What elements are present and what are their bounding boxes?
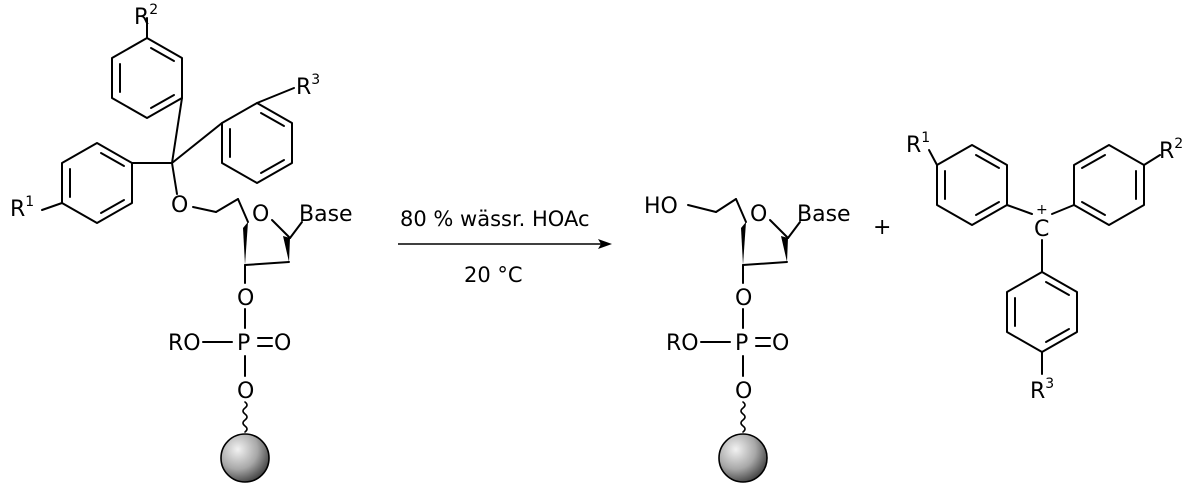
r2-label: R2 xyxy=(134,2,158,30)
product-nucleoside xyxy=(687,198,801,433)
reagent-label: 80 % wässr. HOAc xyxy=(400,207,590,231)
phosphate-o-bottom-label: O xyxy=(735,379,752,404)
phosphate-p-label: P xyxy=(237,331,250,356)
hydroxyl-label: HO xyxy=(644,194,678,219)
reactant-molecule xyxy=(41,17,303,433)
cation-carbon-label: C xyxy=(1034,217,1049,242)
benzene-ring-r3 xyxy=(221,102,293,184)
benzene-ring-r2 xyxy=(1073,144,1145,226)
benzene-ring-r3 xyxy=(1006,271,1078,353)
solid-support-bead-icon xyxy=(220,433,270,483)
wavy-bond xyxy=(242,401,248,433)
ether-oxygen-label: O xyxy=(171,193,188,218)
temperature-label: 20 °C xyxy=(464,263,523,287)
base-label: Base xyxy=(299,202,353,227)
r1-label: R1 xyxy=(10,194,34,222)
cation-r1-label: R1 xyxy=(906,130,930,158)
ring-oxygen-label: O xyxy=(750,202,767,227)
solid-support-bead-icon xyxy=(718,433,768,483)
phosphate-o-top-label: O xyxy=(735,286,752,311)
phosphate-ro-label: RO xyxy=(168,331,201,356)
reaction-arrow xyxy=(398,239,612,249)
r3-label: R3 xyxy=(296,72,320,100)
phosphate-o-double-label: O xyxy=(772,331,789,356)
phosphate-o-double-label: O xyxy=(274,331,291,356)
benzene-ring-r1 xyxy=(61,142,133,224)
plus-sign: + xyxy=(873,215,891,240)
ring-oxygen-label: O xyxy=(252,202,269,227)
cation-r3-label: R3 xyxy=(1030,376,1054,404)
phosphate-p-label: P xyxy=(735,331,748,356)
trityl-cation xyxy=(928,144,1161,375)
phosphate-o-bottom-label: O xyxy=(237,379,254,404)
base-label: Base xyxy=(797,202,851,227)
bond-r1 xyxy=(41,202,63,211)
wavy-bond xyxy=(740,401,746,433)
benzene-ring-r1 xyxy=(936,144,1008,226)
benzene-ring-r2 xyxy=(111,37,183,119)
cation-charge-label: + xyxy=(1036,202,1048,218)
cation-r2-label: R2 xyxy=(1159,136,1183,164)
phosphate-o-top-label: O xyxy=(237,286,254,311)
bond-r3 xyxy=(256,87,295,104)
phosphate-ro-label: RO xyxy=(666,331,699,356)
